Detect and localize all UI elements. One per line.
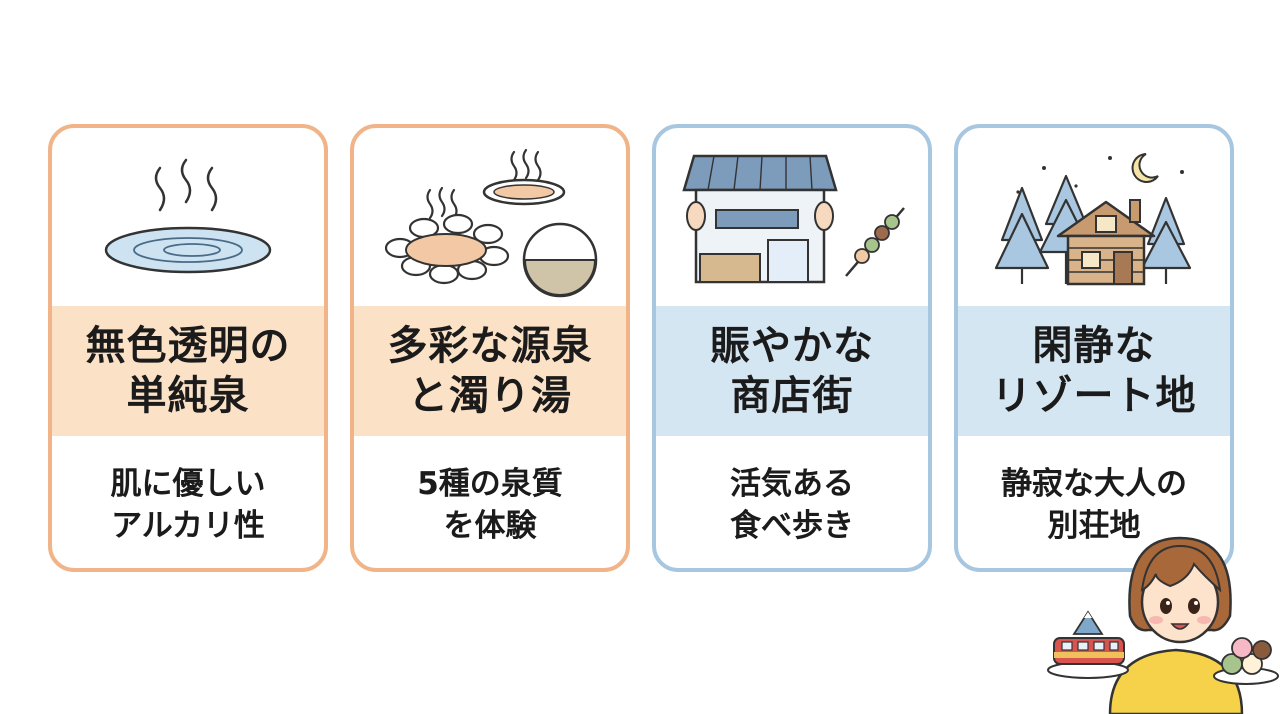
card-title-line: 商店街 xyxy=(730,373,854,419)
card-title-band: 賑やかな 商店街 xyxy=(656,306,928,436)
card-description: 肌に優しい アルカリ性 xyxy=(52,450,324,560)
card-title-band: 多彩な源泉 と濁り湯 xyxy=(354,306,626,436)
card-title-line: 多彩な源泉 xyxy=(387,323,593,369)
card-title-line: 無色透明の xyxy=(85,323,291,369)
card-desc-line: 別荘地 xyxy=(1047,508,1141,544)
card-desc-line: 活気ある xyxy=(730,466,854,502)
forest-cabin-icon xyxy=(994,153,1192,286)
feature-card-2: 多彩な源泉 と濁り湯 5種の泉質 を体験 xyxy=(350,124,630,572)
card-title-line: リゾート地 xyxy=(991,373,1197,419)
feature-card-1: 無色透明の 単純泉 肌に優しい アルカリ性 xyxy=(48,124,328,572)
card-title-line: 単純泉 xyxy=(126,373,250,419)
feature-card-4: 閑静な リゾート地 静寂な大人の 別荘地 xyxy=(954,124,1234,572)
card-title-line: 賑やかな xyxy=(710,323,874,369)
card-title-line: 閑静な xyxy=(1032,323,1156,369)
card-desc-line: 5種の泉質 xyxy=(417,466,563,502)
card-title-line: と濁り湯 xyxy=(408,373,572,419)
guide-character-illustration xyxy=(1047,536,1279,714)
card-description: 静寂な大人の 別荘地 xyxy=(958,450,1230,560)
card-desc-line: 食べ歩き xyxy=(730,508,854,544)
card-description: 活気ある 食べ歩き xyxy=(656,450,928,560)
card-description: 5種の泉質 を体験 xyxy=(354,450,626,560)
hot-spring-pool-icon xyxy=(104,158,272,274)
cloudy-onsen-icon xyxy=(384,148,598,298)
card-desc-line: 肌に優しい xyxy=(110,466,266,502)
card-desc-line: 静寂な大人の xyxy=(1001,466,1187,502)
card-desc-line: を体験 xyxy=(443,508,537,544)
card-title-band: 無色透明の 単純泉 xyxy=(52,306,324,436)
shopping-street-icon xyxy=(682,154,905,284)
card-desc-line: アルカリ性 xyxy=(111,508,265,544)
card-title-band: 閑静な リゾート地 xyxy=(958,306,1230,436)
feature-card-3: 賑やかな 商店街 活気ある 食べ歩き xyxy=(652,124,932,572)
